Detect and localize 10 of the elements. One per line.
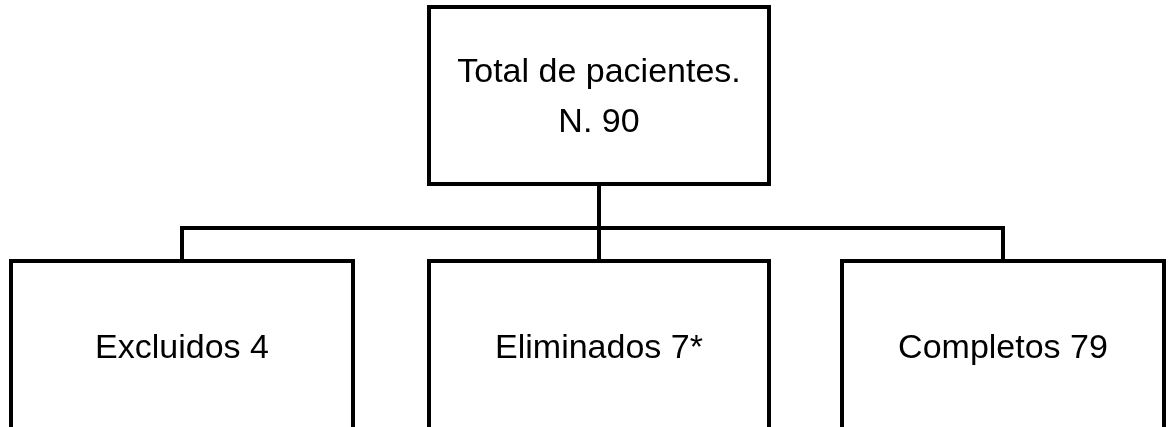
process-box [427,5,771,186]
box-text: Excluidos 4 [95,327,269,367]
connector-line [597,186,1005,259]
box-text: Completos 79 [898,327,1108,367]
process-box [9,259,355,427]
box-text: Eliminados 7* [495,327,703,367]
box-text: Total de pacientes. [457,51,741,91]
process-box [840,259,1166,427]
count-text: N. 90 [558,100,640,140]
process-box [427,259,771,427]
